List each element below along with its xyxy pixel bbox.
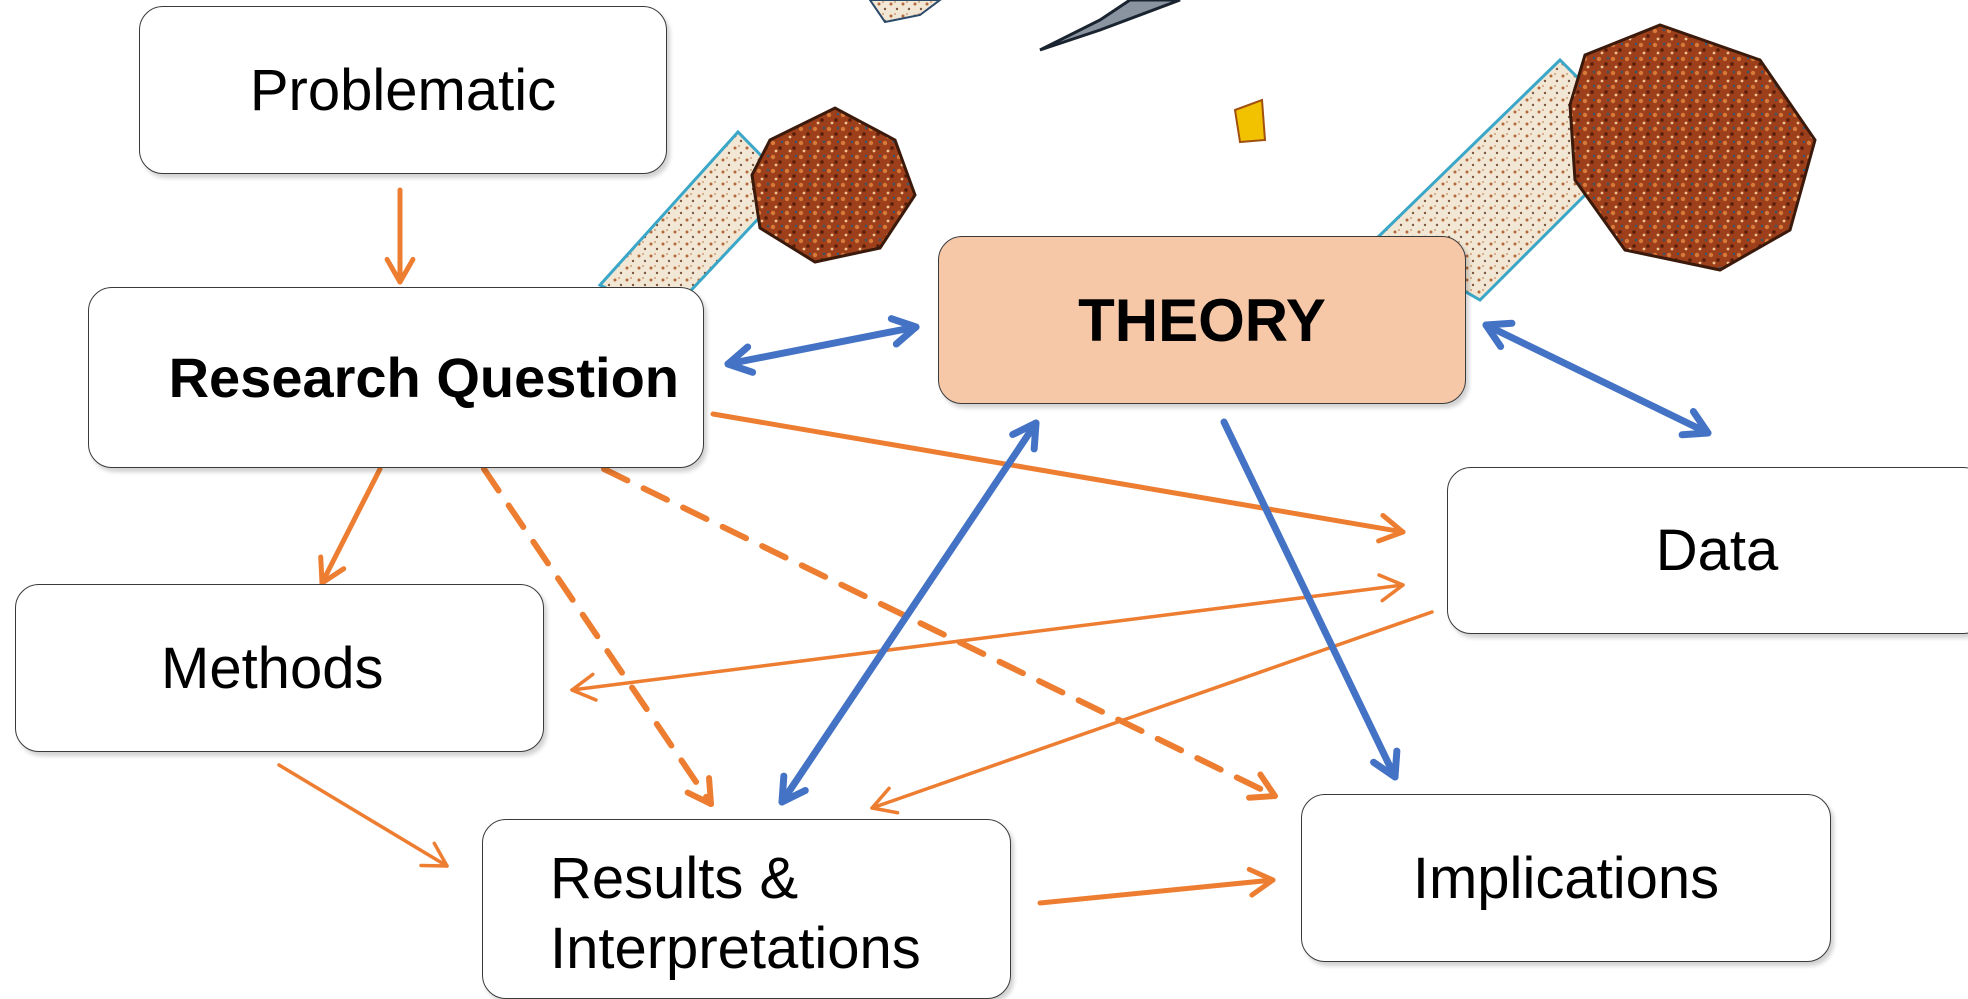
node-research-question-label: Research Question [168,346,679,409]
connector-theory-to-results-interpretations [778,419,1040,806]
arrowhead [1377,573,1405,603]
connector-theory-to-implications [1220,418,1399,781]
arrowhead [870,786,900,815]
arrowhead [1678,408,1712,439]
arrowhead [384,256,416,285]
node-problematic: Problematic [139,6,667,174]
connector-methods-to-results-interpretations [277,763,449,868]
connector-theory-to-data [1482,321,1712,437]
node-methods-label: Methods [161,635,384,701]
arrowhead [684,775,714,807]
connector-research-question-to-results-interpretations [481,466,714,807]
bolt-left-image [597,106,917,320]
connector-data-to-methods [570,583,1405,692]
connector-research-question-to-implications [601,466,1278,799]
connector-research-question-to-methods [319,466,383,586]
arrowhead [778,772,809,806]
arrowhead [1246,866,1276,898]
node-problematic-label: Problematic [249,57,557,123]
arrowhead [1009,419,1040,453]
node-implications: Implications [1301,794,1831,962]
node-theory-label: THEORY [1078,286,1326,354]
connector-results-interpretations-to-implications [1037,877,1276,906]
arrowhead [1370,747,1401,781]
arrowhead [887,315,920,348]
node-data: Data [1447,467,1968,634]
node-data-label: Data [1655,518,1779,583]
arrowhead [318,554,347,586]
node-implications-label: Implications [1412,845,1720,911]
arrowhead [1482,319,1516,350]
node-results-label-line1: Results & [550,846,799,911]
bolt-top-fragment-image [868,0,1267,144]
arrowhead [724,343,757,376]
arrowhead [419,841,449,868]
node-research-question: Research Question [88,287,704,468]
connector-data-to-results-interpretations [870,610,1434,810]
arrowhead [1376,512,1406,544]
node-theory: THEORY [938,236,1466,404]
arrowhead [570,672,598,702]
connector-layer [277,187,1712,906]
connector-research-question-to-theory [724,323,920,368]
node-methods: Methods [15,584,544,752]
connector-research-question-to-data [710,411,1406,535]
arrowhead [1246,771,1278,801]
node-results-label-line2: Interpretations [550,916,921,981]
node-results-interpretations: Results & Interpretations [482,819,1011,999]
